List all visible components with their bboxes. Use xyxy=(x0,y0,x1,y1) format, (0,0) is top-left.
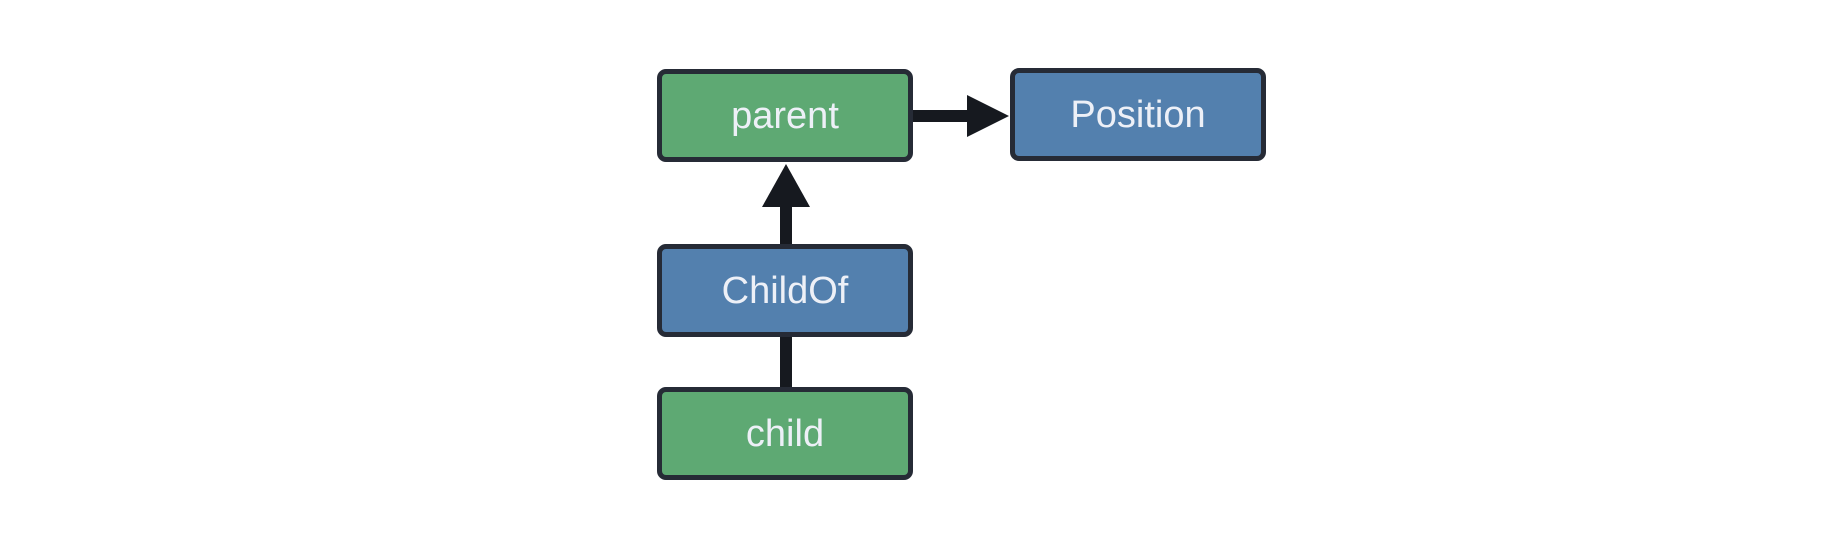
edge-parent-to-position-arrow xyxy=(911,95,1009,137)
node-parent-label: parent xyxy=(731,94,839,137)
arrowhead-up-icon xyxy=(762,164,810,207)
node-parent: parent xyxy=(657,69,913,162)
node-childof-label: ChildOf xyxy=(721,269,849,312)
arrowhead-right-icon xyxy=(967,95,1009,137)
node-child-label: child xyxy=(745,412,825,455)
edge-childof-to-parent-arrow xyxy=(762,164,810,248)
node-child: child xyxy=(657,387,913,480)
node-position: Position xyxy=(1010,68,1266,161)
node-position-label: Position xyxy=(1070,93,1206,136)
node-childof: ChildOf xyxy=(657,244,913,337)
